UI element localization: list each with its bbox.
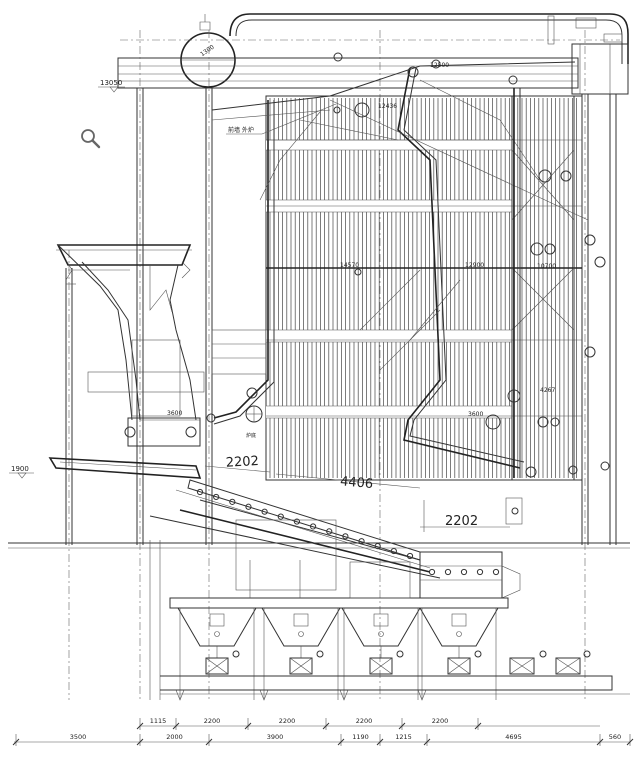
magnifier-icon[interactable] bbox=[79, 127, 101, 149]
ash-hopper bbox=[259, 607, 341, 701]
ash-hopper bbox=[175, 607, 257, 701]
ash-hopper bbox=[417, 607, 499, 701]
drum-text: 1300 bbox=[199, 44, 216, 59]
grate-roller bbox=[428, 568, 436, 576]
chinese-note: 前墙 外炉 bbox=[228, 126, 254, 134]
elevation-left-label: 1900 bbox=[11, 465, 29, 473]
dimension-label: 560 bbox=[609, 733, 621, 741]
grate-roller bbox=[358, 538, 365, 545]
grate-roller bbox=[277, 513, 284, 520]
dimension-label: 2000 bbox=[166, 733, 183, 741]
elevation-top: 13050 bbox=[98, 79, 125, 93]
dimension-row-2: 3500 2000 3900 1190 1215 4695 560 bbox=[12, 733, 634, 746]
lower-structure bbox=[8, 519, 630, 701]
left-small-label: 3600 bbox=[167, 410, 182, 417]
grate-roller bbox=[196, 488, 204, 496]
right-small-label: 3600 bbox=[468, 411, 483, 418]
grate-roller bbox=[476, 568, 484, 576]
elevation-top-label: 13050 bbox=[100, 79, 122, 87]
grate-roller bbox=[261, 508, 268, 515]
dimension-label: 4695 bbox=[505, 733, 522, 741]
dimension-label: 2200 bbox=[279, 717, 296, 725]
dimension-row-1: 1115 2200 2200 2200 2200 bbox=[136, 717, 482, 730]
dimension-label: 1115 bbox=[150, 717, 167, 725]
pipe-routing bbox=[211, 61, 589, 478]
instruments bbox=[124, 52, 610, 515]
dimension-rows: 1115 2200 2200 2200 2200 3500 2000 3900 1190 121… bbox=[12, 717, 634, 746]
chain-grate: 2202 4406 2202 bbox=[48, 454, 523, 599]
top-mid-label: 12500 bbox=[430, 62, 449, 69]
grate-roller bbox=[374, 543, 381, 550]
grate-roller bbox=[460, 568, 468, 576]
grate-dim-b: 4406 bbox=[339, 474, 373, 492]
grate-roller bbox=[444, 568, 452, 576]
grate-roller bbox=[342, 533, 349, 540]
grate-dim-c: 2202 bbox=[445, 514, 478, 529]
ash-hopper bbox=[339, 607, 421, 701]
dimension-label: 2200 bbox=[356, 717, 373, 725]
elevation-left: 1900 bbox=[9, 465, 34, 479]
mid-far-right-label: 10700 bbox=[537, 263, 556, 270]
grate-roller bbox=[309, 523, 317, 530]
grate-dim-a: 2202 bbox=[225, 454, 259, 471]
furnace-water-wall bbox=[265, 95, 583, 481]
dimension-label: 3900 bbox=[267, 733, 284, 741]
grate-roller bbox=[293, 518, 301, 525]
mid-right-label: 12900 bbox=[465, 262, 484, 269]
dimension-label: 1190 bbox=[352, 733, 369, 741]
left-note: 炉底 bbox=[246, 432, 256, 439]
grate-roller bbox=[406, 552, 414, 560]
steam-drum-assembly: 1300 bbox=[117, 13, 629, 95]
grate-roller bbox=[229, 498, 236, 505]
dimension-label: 2200 bbox=[204, 717, 221, 725]
structural-columns bbox=[65, 30, 617, 700]
upper-mid-label: 12436 bbox=[378, 103, 397, 110]
right-level-label: 4267 bbox=[540, 387, 555, 394]
dimension-label: 3500 bbox=[70, 733, 87, 741]
grate-roller bbox=[213, 493, 220, 501]
coal-hopper bbox=[56, 244, 267, 447]
dimension-label: 1215 bbox=[395, 733, 412, 741]
grate-roller bbox=[492, 568, 500, 576]
grate-roller bbox=[326, 528, 333, 535]
grate-roller bbox=[390, 547, 397, 555]
furnace-labels: 12500 12436 前墙 外炉 14570 12900 10700 4267… bbox=[167, 62, 556, 439]
dimension-label: 2200 bbox=[432, 717, 449, 725]
mid-left-label: 14570 bbox=[340, 262, 359, 269]
grate-roller bbox=[245, 503, 252, 510]
